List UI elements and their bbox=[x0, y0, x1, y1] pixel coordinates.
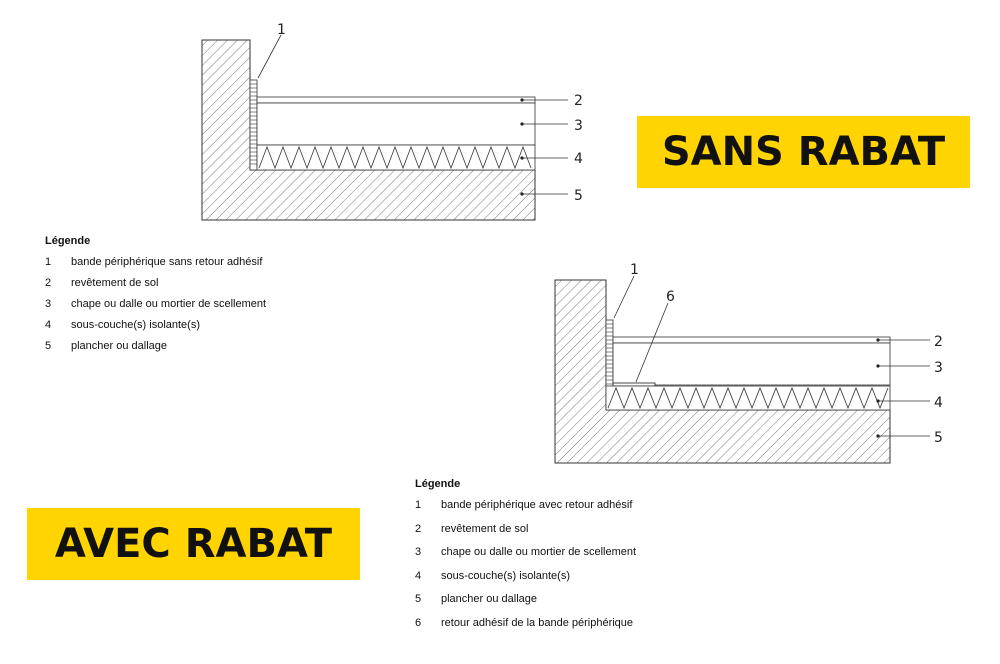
legend-item: 5 plancher ou dallage bbox=[415, 593, 636, 617]
callouts-avec-rabat: 1 6 2 3 4 5 bbox=[630, 262, 943, 446]
callout-4: 4 bbox=[934, 395, 943, 411]
insulation-zigzag bbox=[607, 386, 889, 410]
legend-title: Légende bbox=[45, 235, 91, 247]
legend-item-number: 1 bbox=[45, 256, 52, 268]
callout-3: 3 bbox=[574, 118, 583, 134]
legend-item-text: revêtement de sol bbox=[441, 522, 529, 535]
legend-sans-rabat: Légende 1 bande périphérique sans retour … bbox=[45, 235, 266, 361]
legend-item: 3 chape ou dalle ou mortier de scellement bbox=[45, 298, 266, 319]
callout-6: 6 bbox=[666, 289, 675, 305]
callout-1: 1 bbox=[277, 22, 286, 38]
legend-item-text: revêtement de sol bbox=[71, 277, 159, 289]
legend-item: 2 revêtement de sol bbox=[415, 523, 636, 547]
legend-item-text: bande périphérique avec retour adhésif bbox=[441, 499, 633, 511]
legend-item-text: retour adhésif de la bande périphérique bbox=[441, 616, 634, 629]
callouts-sans-rabat: 1 2 3 4 5 bbox=[277, 22, 583, 204]
callout-2: 2 bbox=[574, 93, 583, 109]
legend-item: 1 bande périphérique avec retour adhésif bbox=[415, 499, 636, 523]
legend-item-number: 3 bbox=[415, 546, 422, 558]
legend-item-number: 4 bbox=[45, 319, 52, 331]
legend-item-number: 4 bbox=[415, 569, 422, 582]
screed-layer bbox=[256, 102, 536, 146]
legend-item-number: 5 bbox=[45, 340, 52, 352]
callout-4: 4 bbox=[574, 151, 583, 167]
legend-item: 4 sous-couche(s) isolante(s) bbox=[45, 319, 266, 340]
legend-item-text: bande périphérique sans retour adhésif bbox=[71, 256, 263, 268]
diagram-sans-rabat bbox=[201, 34, 568, 221]
legend-item-text: sous-couche(s) isolante(s) bbox=[441, 569, 570, 582]
perimeter-strip bbox=[249, 79, 258, 171]
legend-title: Légende bbox=[415, 478, 461, 490]
legend-item: 2 revêtement de sol bbox=[45, 277, 266, 298]
legend-avec-rabat: Légende 1 bande périphérique avec retour … bbox=[415, 478, 636, 640]
floor-covering bbox=[612, 336, 891, 344]
badge-sans-rabat: SANS RABAT bbox=[637, 116, 970, 188]
diagram-avec-rabat bbox=[554, 275, 930, 464]
legend-item-number: 6 bbox=[415, 616, 422, 629]
floor-covering bbox=[256, 96, 536, 104]
perimeter-strip-ticks bbox=[250, 83, 257, 165]
legend-item: 6 retour adhésif de la bande périphérique bbox=[415, 617, 636, 641]
badge-avec-rabat: AVEC RABAT bbox=[27, 508, 360, 580]
screed-layer bbox=[612, 342, 891, 386]
legend-item: 3 chape ou dalle ou mortier de scellement bbox=[415, 546, 636, 570]
legend-item-text: chape ou dalle ou mortier de scellement bbox=[441, 546, 637, 558]
leader-1 bbox=[257, 34, 282, 79]
callout-5: 5 bbox=[934, 430, 943, 446]
insulation-zigzag bbox=[258, 145, 532, 170]
callout-3: 3 bbox=[934, 360, 943, 376]
legend-item-number: 5 bbox=[415, 593, 422, 605]
legend-item-text: plancher ou dallage bbox=[441, 593, 538, 605]
legend-item-number: 3 bbox=[45, 298, 52, 310]
callout-5: 5 bbox=[574, 188, 583, 204]
leader-6 bbox=[635, 302, 669, 383]
callout-2: 2 bbox=[934, 334, 943, 350]
legend-item-number: 1 bbox=[415, 499, 422, 511]
callout-1: 1 bbox=[630, 262, 639, 278]
legend-item: 5 plancher ou dallage bbox=[45, 340, 266, 361]
legend-item-text: chape ou dalle ou mortier de scellement bbox=[71, 298, 267, 310]
adhesive-return-flap bbox=[612, 382, 656, 387]
legend-item-text: plancher ou dallage bbox=[71, 340, 168, 352]
leader-1 bbox=[613, 275, 635, 319]
legend-item-number: 2 bbox=[415, 522, 422, 535]
legend-item: 1 bande périphérique sans retour adhésif bbox=[45, 256, 266, 277]
legend-item-text: sous-couche(s) isolante(s) bbox=[71, 319, 200, 331]
perimeter-strip-ticks bbox=[606, 323, 613, 385]
legend-item: 4 sous-couche(s) isolante(s) bbox=[415, 570, 636, 594]
legend-item-number: 2 bbox=[45, 277, 52, 289]
